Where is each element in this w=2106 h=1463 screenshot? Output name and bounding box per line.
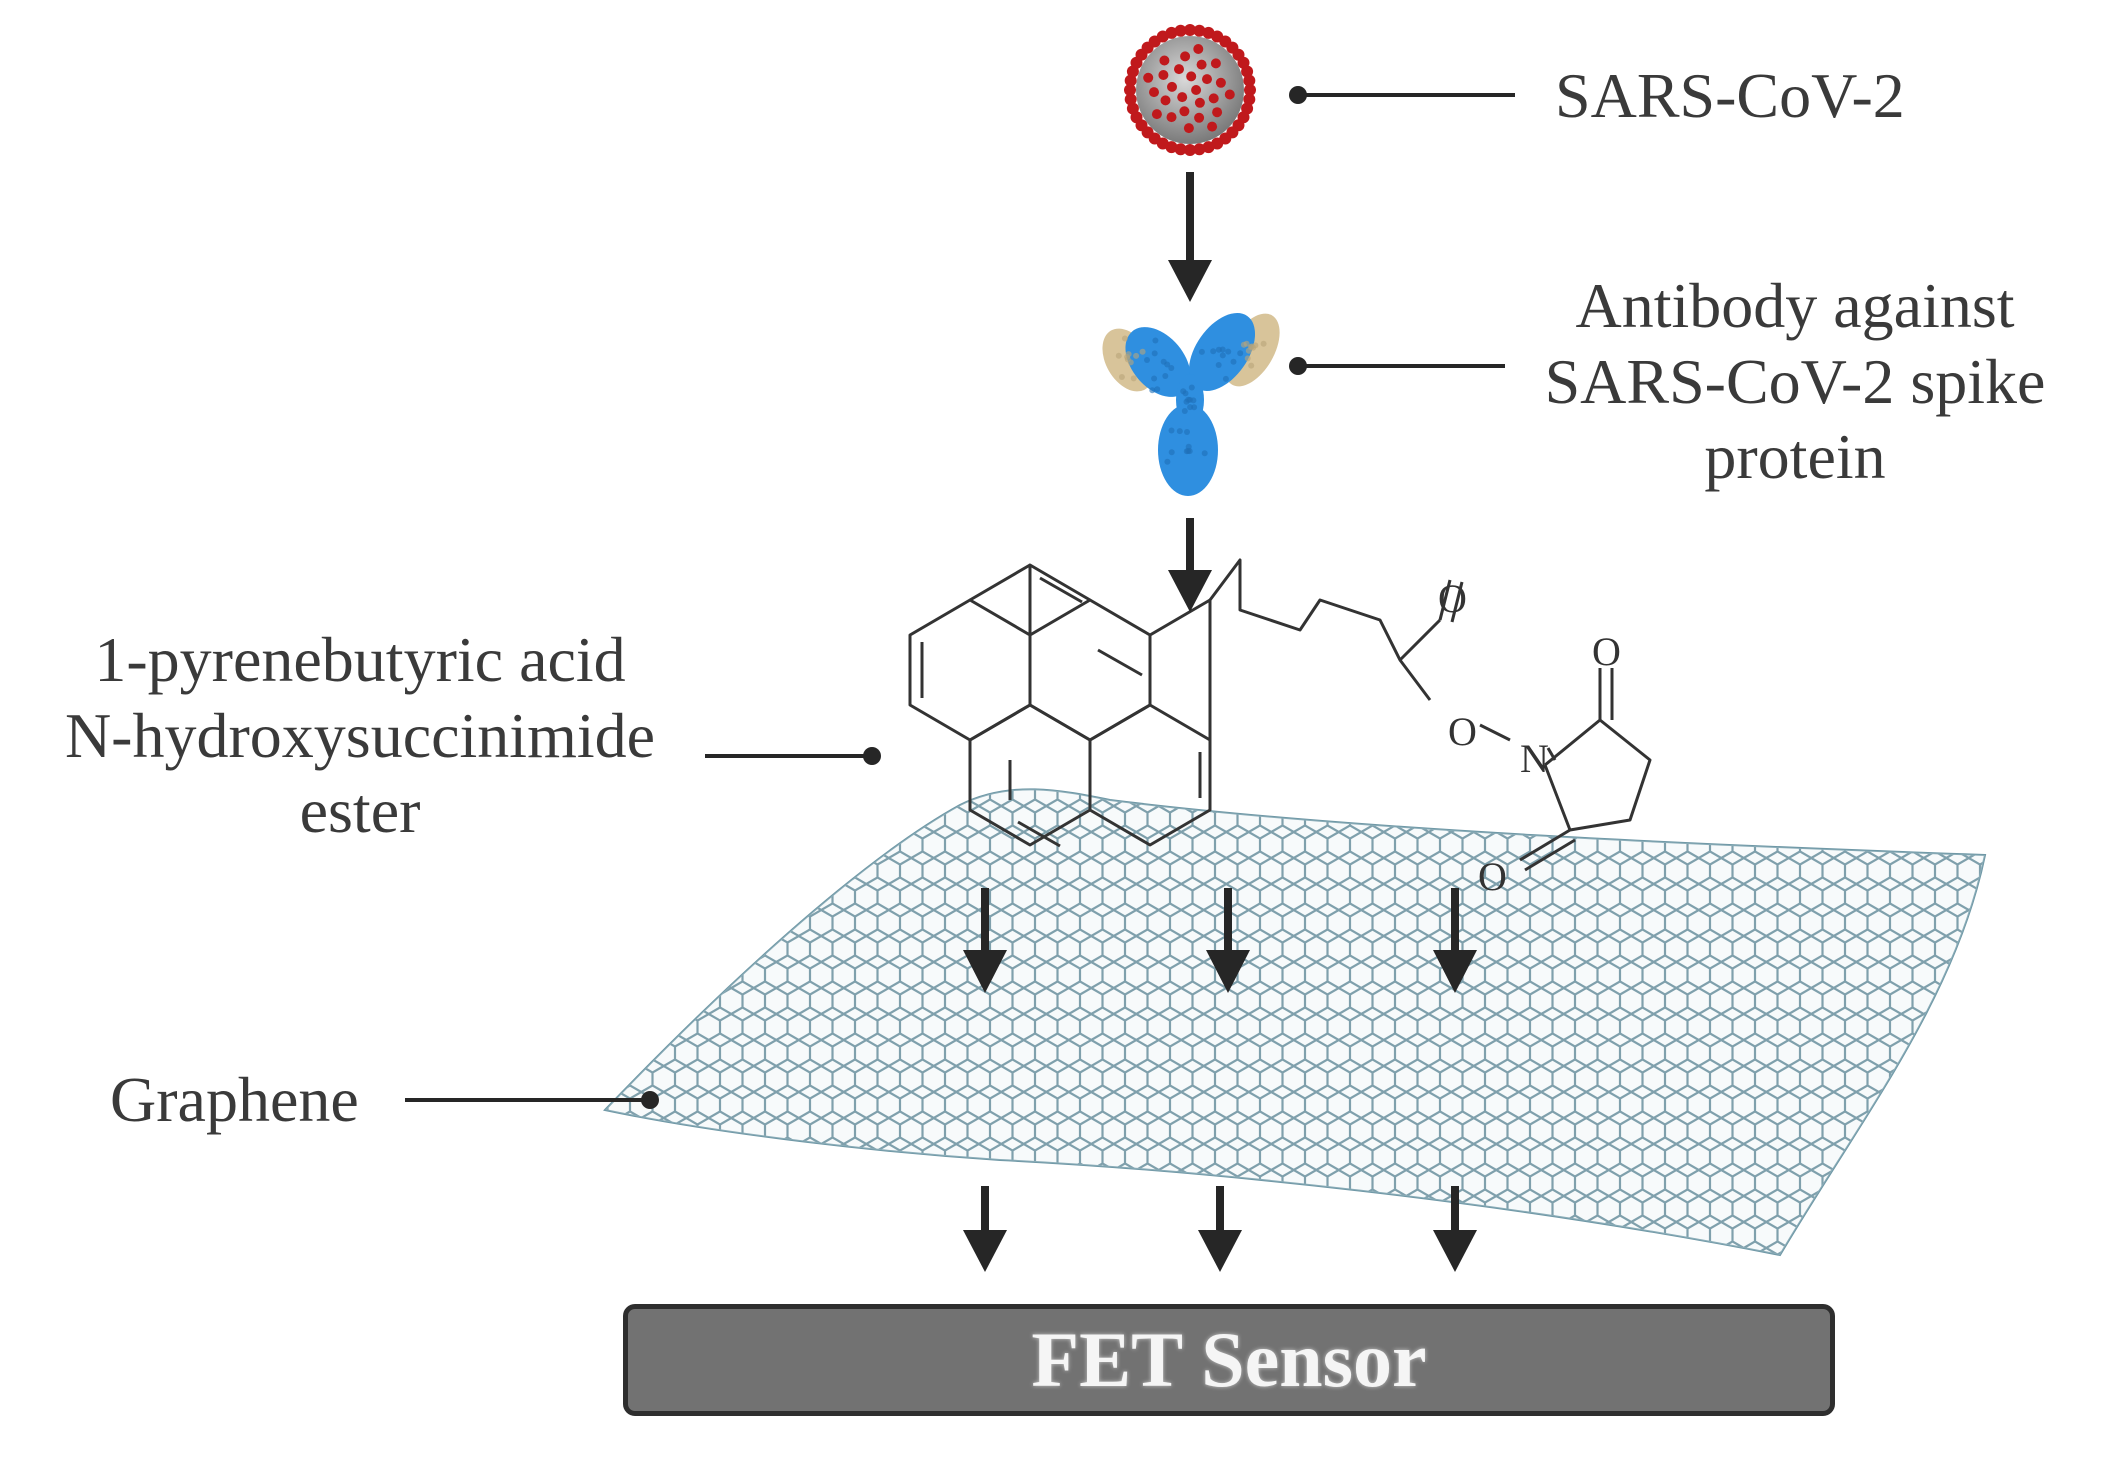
antibody-texture [1199,349,1205,355]
virus-spike [1216,78,1226,88]
sars-cov-2-virus-icon [1124,24,1256,156]
virus-spike [1179,106,1189,116]
antibody-texture [1168,365,1174,371]
antibody-texture [1169,428,1175,434]
label-antibody-line-2: SARS-CoV-2 spike [1490,344,2100,420]
leader-virus [1289,86,1515,104]
antibody-texture [1250,345,1256,351]
virus-spike [1193,44,1203,54]
virus-spike [1211,58,1221,68]
antibody-texture [1220,352,1226,358]
antibody-texture [1210,348,1216,354]
virus-spike [1186,71,1196,81]
antibody-texture [1177,428,1183,434]
virus-spike [1225,90,1235,100]
graphene-sheet [605,789,1985,1255]
fet-sensor: FET Sensor [623,1304,1835,1416]
antibody-texture [1151,376,1157,382]
virus-spike [1143,73,1153,83]
fet-sensor-label: FET Sensor [1031,1315,1426,1405]
antibody-texture [1182,408,1188,414]
antibody-texture [1189,385,1195,391]
virus-spike [1167,82,1177,92]
virus-spike [1191,85,1201,95]
antibody-icon [1092,301,1291,496]
virus-spike [1174,64,1184,74]
virus-spike [1158,70,1168,80]
antibody-texture [1237,350,1243,356]
antibody-texture [1184,448,1190,454]
virus-spike [1212,107,1222,117]
antibody-texture [1184,429,1190,435]
arrow-graphene-to-sensor-2 [1198,1186,1242,1272]
antibody-texture [1180,388,1186,394]
antibody-texture [1144,357,1150,363]
label-sars-cov-2: SARS-CoV-2 [1555,58,1905,134]
label-linker-line-2: N-hydroxysuccinimide [10,698,710,774]
antibody-texture [1248,363,1254,369]
label-linker-line-1: 1-pyrenebutyric acid [10,622,710,698]
antibody-texture [1122,336,1128,342]
virus-spike [1152,109,1162,119]
antibody-texture [1261,341,1267,347]
atom-label-o1: O [1438,576,1467,621]
antibody-texture [1154,386,1160,392]
antibody-texture [1216,347,1222,353]
antibody-texture [1116,353,1122,359]
antibody-texture [1202,450,1208,456]
antibody-texture [1244,341,1250,347]
atom-label-o3: O [1592,629,1621,674]
leader-linker [705,747,881,765]
virus-spike [1195,98,1205,108]
antibody-texture [1164,459,1170,465]
antibody-texture [1225,349,1231,355]
atom-label-n: N [1520,736,1549,781]
antibody-texture [1131,375,1137,381]
antibody-texture [1140,349,1146,355]
antibody-texture [1169,449,1175,455]
antibody-texture [1223,376,1229,382]
label-antibody-line-1: Antibody against [1490,268,2100,344]
arrow-graphene-to-sensor-1 [963,1186,1007,1272]
label-linker: 1-pyrenebutyric acid N-hydroxysuccinimid… [10,622,710,849]
leader-antibody [1289,357,1505,375]
virus-spike [1180,51,1190,61]
antibody-texture [1162,373,1168,379]
virus-spike [1209,93,1219,103]
antibody-texture [1187,404,1193,410]
virus-spike [1161,95,1171,105]
antibody-texture [1119,374,1125,380]
antibody-texture [1231,359,1237,365]
virus-spike [1149,87,1159,97]
arrow-virus-to-antibody [1168,172,1212,302]
antibody-texture [1216,362,1222,368]
pyrene-ring-left [910,600,1030,740]
atom-label-o4: O [1478,854,1507,899]
virus-spike [1167,112,1177,122]
arrow-antibody-to-linker [1168,518,1212,612]
antibody-texture [1245,355,1251,361]
virus-spike [1159,56,1169,66]
antibody-texture [1152,350,1158,356]
antibody-texture [1152,338,1158,344]
virus-spike [1197,60,1207,70]
virus-spike [1202,74,1212,84]
virus-spike [1194,113,1204,123]
antibody-texture [1126,351,1132,357]
antibody-texture [1133,353,1139,359]
virus-spike [1243,75,1255,87]
label-graphene: Graphene [110,1062,359,1138]
antibody-texture [1185,397,1191,403]
label-antibody: Antibody against SARS-CoV-2 spike protei… [1490,268,2100,495]
virus-spike [1184,123,1194,133]
virus-spike [1207,122,1217,132]
label-antibody-line-3: protein [1490,419,2100,495]
label-linker-line-3: ester [10,773,710,849]
virus-spike [1177,92,1187,102]
atom-label-o2: O [1448,709,1477,754]
